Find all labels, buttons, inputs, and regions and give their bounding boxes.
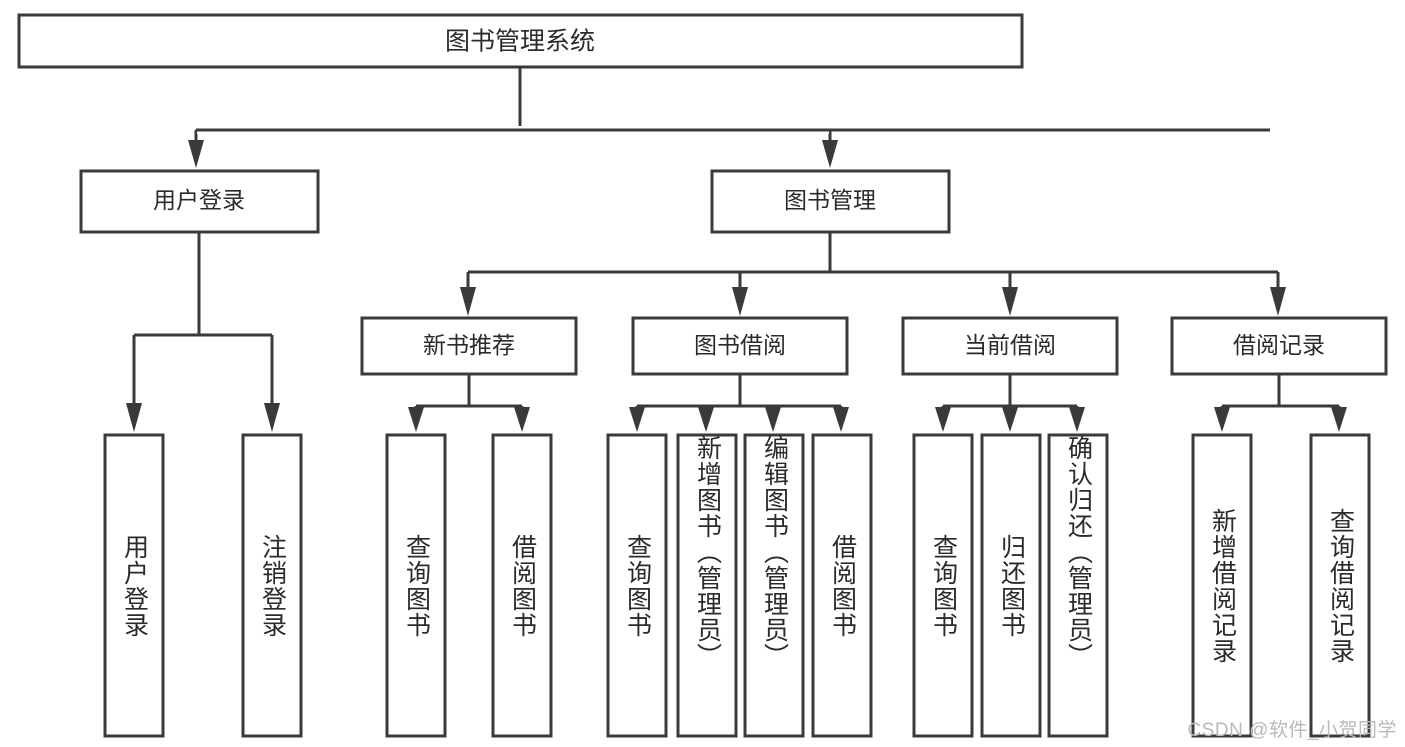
arrow-head-leaf-return-book [1002,407,1018,432]
leaf-box-add-record[interactable] [1191,433,1253,738]
node-book-borrow[interactable]: 图书借阅 [631,316,849,376]
arrow-head-to-user-login [188,140,204,168]
node-user-login-label: 用户登录 [153,187,245,213]
leaf-box-query-book-3[interactable] [912,433,974,738]
arrow-head-to-book-borrow [732,287,748,316]
connector-borrow-record-to-leaves [1214,374,1347,432]
connector-book-manage-to-level3 [460,232,1286,316]
node-borrow-record[interactable]: 借阅记录 [1170,316,1388,376]
node-new-book-recommend[interactable]: 新书推荐 [360,316,578,376]
node-borrow-record-label: 借阅记录 [1233,332,1325,358]
leaf-box-query-book-2[interactable] [606,433,668,738]
csdn-watermark: CSDN @软件_小贺同学 [1187,720,1397,741]
leaf-box-edit-book[interactable] [743,433,805,738]
arrow-head-leaf-borrow-book-1 [514,407,530,432]
node-current-borrow-label: 当前借阅 [964,332,1056,358]
leaf-box-query-record[interactable] [1309,433,1371,738]
arrow-head-leaf-user-login [126,403,142,432]
node-root[interactable]: 图书管理系统 [17,13,1024,69]
arrow-head-to-borrow-record [1270,287,1286,316]
node-book-manage[interactable]: 图书管理 [710,169,951,234]
connector-current-borrow-to-leaves [935,374,1085,432]
arrow-head-leaf-edit-book [765,407,781,432]
node-book-manage-label: 图书管理 [784,187,876,213]
node-user-login[interactable]: 用户登录 [79,169,320,234]
arrow-head-leaf-query-book-1 [408,407,424,432]
connector-root-to-level2 [188,67,1270,168]
arrow-head-leaf-confirm-return [1069,407,1085,432]
connector-user-login-to-leaves [126,232,280,432]
node-current-borrow[interactable]: 当前借阅 [901,316,1119,376]
arrow-head-leaf-logout [264,403,280,432]
arrow-head-leaf-borrow-book-2 [833,407,849,432]
arrow-head-leaf-add-record [1214,407,1230,432]
arrow-head-leaf-add-book [698,407,714,432]
leaf-box-query-book-1[interactable] [385,433,447,738]
arrow-head-leaf-query-book-3 [935,407,951,432]
arrow-head-to-new-book [460,287,476,316]
node-root-box[interactable] [17,13,1024,69]
leaf-box-borrow-book-1[interactable] [491,433,553,738]
leaf-box-return-book[interactable] [980,433,1042,738]
node-book-borrow-label: 图书借阅 [694,332,786,358]
arrow-head-to-book-manage [822,140,838,168]
arrow-head-to-current-borrow [1002,287,1018,316]
arrow-head-leaf-query-record [1331,407,1347,432]
leaf-box-user-login[interactable] [103,433,165,738]
node-user-login-box[interactable] [79,169,320,234]
node-book-manage-box[interactable] [710,169,951,234]
leaf-box-confirm-return[interactable] [1047,433,1109,738]
arrow-head-leaf-query-book-2 [629,407,645,432]
connector-book-borrow-to-leaves [629,374,849,432]
connector-new-book-to-leaves [408,374,530,432]
leaf-box-add-book[interactable] [676,433,738,738]
node-new-book-recommend-label: 新书推荐 [423,332,515,358]
node-root-label: 图书管理系统 [445,28,595,56]
leaf-box-logout[interactable] [241,433,303,738]
leaf-box-borrow-book-2[interactable] [811,433,873,738]
